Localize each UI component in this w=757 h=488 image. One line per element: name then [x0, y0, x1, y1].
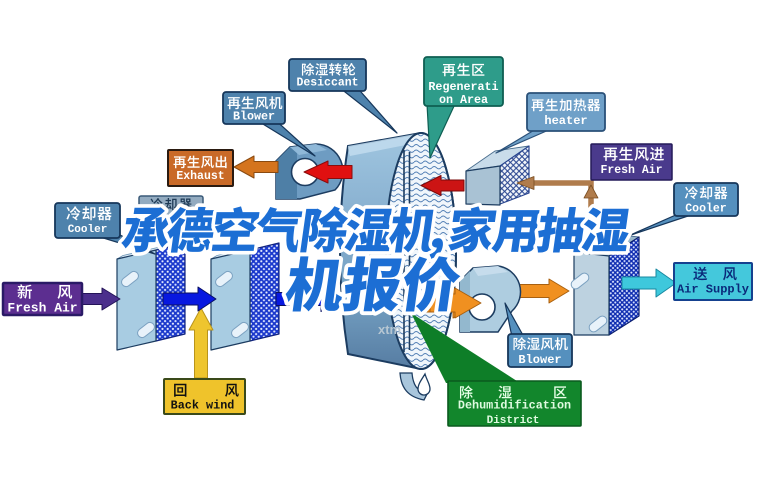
svg-text:Back wind: Back wind: [171, 399, 235, 413]
svg-text:Air Supply: Air Supply: [677, 283, 749, 297]
svg-text:Fresh Air: Fresh Air: [7, 301, 77, 316]
svg-text:Cooler: Cooler: [685, 203, 727, 216]
svg-text:xtm: xtm: [378, 322, 401, 337]
svg-text:Regenerati: Regenerati: [428, 80, 498, 94]
svg-text:Blower: Blower: [518, 353, 561, 367]
svg-text:Cooler: Cooler: [68, 224, 108, 236]
svg-text:Blower: Blower: [233, 110, 275, 124]
svg-text:heater: heater: [544, 114, 587, 128]
svg-text:District: District: [487, 415, 540, 427]
svg-text:Dehumidification: Dehumidification: [458, 399, 571, 413]
svg-text:Exhaust: Exhaust: [176, 170, 224, 183]
svg-text:Desiccant: Desiccant: [296, 77, 358, 90]
svg-text:on Area: on Area: [439, 93, 488, 107]
svg-text:Fresh Air: Fresh Air: [600, 164, 662, 177]
